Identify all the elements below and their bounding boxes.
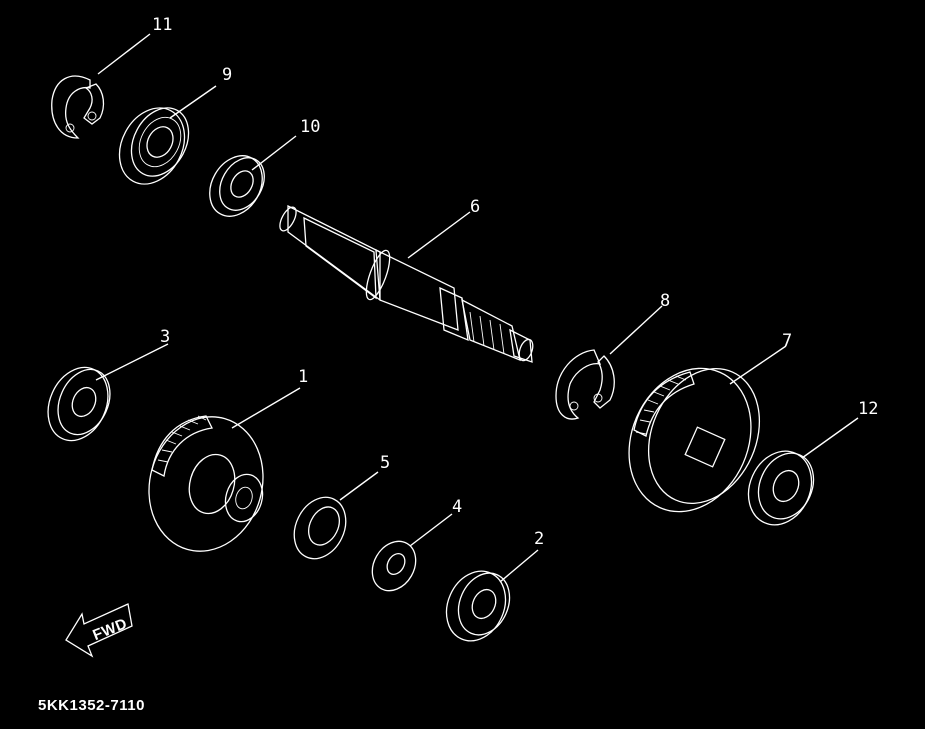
part-12-bearing (747, 450, 815, 526)
callout-10: 10 (300, 117, 320, 137)
callout-6: 6 (470, 197, 480, 217)
part-5-washer (293, 496, 347, 560)
fwd-label: FWD (90, 615, 129, 644)
callout-3: 3 (160, 327, 170, 347)
part-7-gear (628, 367, 761, 513)
part-9-bearing (118, 107, 190, 185)
callout-11: 11 (152, 15, 172, 35)
part-4-washer (371, 540, 417, 592)
callout-2: 2 (534, 529, 544, 549)
part-8-circlip (555, 349, 615, 420)
callout-5: 5 (380, 453, 390, 473)
fwd-arrow-icon: FWD (65, 603, 133, 658)
leader-lines (95, 33, 859, 583)
callout-8: 8 (660, 291, 670, 311)
part-11-circlip (51, 75, 105, 139)
callout-7: 7 (782, 331, 792, 351)
callout-9: 9 (222, 65, 232, 85)
callout-1: 1 (298, 367, 308, 387)
part-3-bearing (47, 366, 111, 442)
part-10-bearing (209, 155, 265, 217)
part-2-bearing (445, 570, 511, 642)
callout-12: 12 (858, 399, 878, 419)
callout-labels: 11 9 10 6 3 1 5 4 2 8 7 12 (152, 15, 878, 549)
part-1-gear (148, 415, 264, 552)
part-6-shaft (279, 204, 534, 363)
callout-4: 4 (452, 497, 462, 517)
part-number: 5KK1352-7110 (38, 697, 145, 714)
